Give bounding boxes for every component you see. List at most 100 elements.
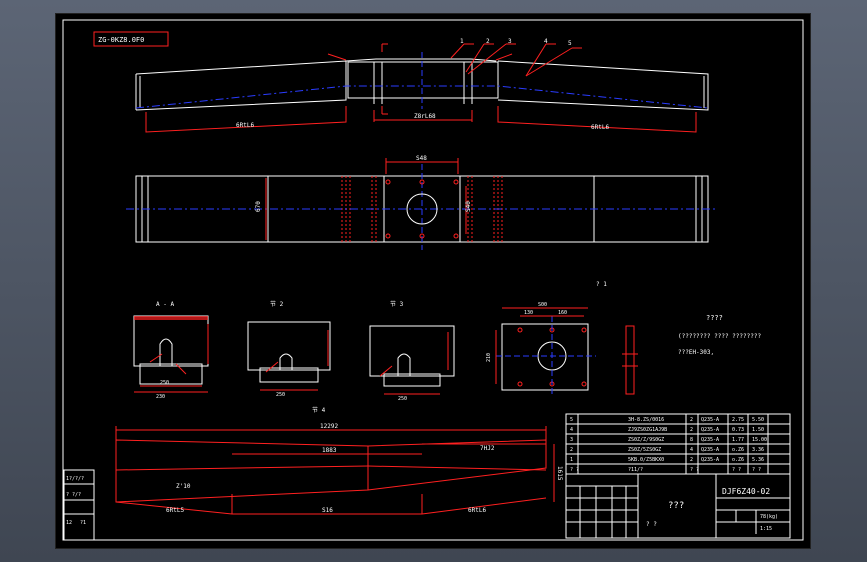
bom-cell-w2: 15.00: [752, 437, 767, 443]
callout-3: 3: [508, 38, 512, 45]
bom-cell-w1: 2.75: [732, 417, 744, 423]
plate-view: [501, 323, 589, 391]
title-block: [565, 473, 791, 539]
bom-cell-mat: Q235-A: [701, 447, 719, 453]
dim-top-center: Z8rL68: [414, 113, 436, 120]
dim-b2-w: 250: [398, 396, 407, 402]
bom-cell-name: ?11/?: [628, 467, 643, 473]
bom-cell-name: ZJ9ZS0ZG1AJ9B: [628, 427, 667, 433]
bom-cell-w2: 5.36: [752, 457, 764, 463]
bom-cell-name: ZS0Z/Z/9S0GZ: [628, 437, 664, 443]
bom-cell-name: ZS0Z/5ZS0GZ: [628, 447, 661, 453]
cad-drawing: ZG-0KZ8.0F0: [62, 19, 804, 541]
bom-cell-mat: Q235-A: [701, 417, 719, 423]
bom-cell-w2: 1.50: [752, 427, 764, 433]
section-b2: [369, 325, 455, 387]
bom-cell-qty: ? ?: [690, 467, 699, 473]
tech-line-2: ???EH-303,: [678, 349, 714, 356]
callout-5: 5: [568, 40, 572, 47]
center-top-edge: [345, 58, 497, 62]
bom-cell-w2: ? ?: [752, 467, 761, 473]
section-b2-dims: [379, 332, 449, 395]
dim-plate-w2: 160: [558, 310, 567, 316]
bom-cell-qty: 2: [690, 457, 693, 463]
bom-cell-w1: ? ?: [732, 467, 741, 473]
bom-cell-no: 3: [570, 437, 573, 443]
dim-bottom-right: 7HJ2: [480, 445, 495, 452]
bom-cell-qty: 8: [690, 437, 693, 443]
section-b1-label: 节 2: [270, 300, 284, 308]
bom-cell-w1: 1.77: [732, 437, 744, 443]
bom-cell-no: ? ?: [570, 467, 579, 473]
bottom-dims: [115, 426, 555, 502]
callout-2: 2: [486, 38, 490, 45]
bom-cell-qty: 2: [690, 417, 693, 423]
tag-label: ZG-0KZ8.0F0: [98, 36, 144, 44]
plate-bolts: [517, 327, 587, 387]
bom-cell-no: 5: [570, 417, 573, 423]
bom-cell-no: 4: [570, 427, 573, 433]
section-b2-label: 节 3: [390, 300, 404, 308]
bom-cell-mat: Q235-A: [701, 457, 719, 463]
section-aa: [133, 315, 209, 385]
plate-label: ? 1: [596, 281, 607, 288]
tech-line-1: (???????? ???? ????????: [678, 333, 761, 340]
dim-bottom-lo-right: 6RtL6: [468, 507, 486, 514]
bom-cell-no: 2: [570, 447, 573, 453]
title-sheet: ? ?: [646, 521, 657, 528]
bom-cell-w2: 5.50: [752, 417, 764, 423]
bom-cell-name: 3H-8.ZS/0016: [628, 417, 664, 423]
bom-cell-w1: 0.73: [732, 427, 744, 433]
bom-cell-w2: 3.36: [752, 447, 764, 453]
left-cell-1: 1?/?/?: [66, 476, 84, 482]
title-mass: 78(kg): [760, 514, 778, 520]
bottom-view: [115, 439, 547, 515]
top-dims: [145, 43, 697, 133]
dim-bottom-left: Z'10: [176, 483, 191, 490]
dim-mid-height: 670: [255, 201, 262, 212]
section-aa-dims: [134, 324, 209, 393]
drawing-border: [62, 19, 804, 541]
bom-cell-qty: 2: [690, 427, 693, 433]
dim-bottom-total: 12292: [320, 423, 338, 430]
title-cn: ???: [668, 501, 684, 511]
bom-cell-qty: 4: [690, 447, 693, 453]
dim-bottom-lo-mid: S16: [322, 507, 333, 514]
left-revision-cells: [63, 469, 95, 541]
plan-dims: [265, 158, 467, 240]
section-b3-label: 节 4: [312, 406, 326, 414]
callout-4: 4: [544, 38, 548, 45]
dim-mid-width: S48: [416, 155, 427, 162]
section-b1-dims: [260, 330, 329, 391]
tag-box: [93, 31, 169, 47]
center-segment: [347, 61, 499, 99]
dim-aa-w1: 250: [160, 380, 169, 386]
dim-top-right: 6RtL6: [591, 124, 609, 131]
dim-bottom-mid: 1883: [322, 447, 337, 454]
section-aa-label: A - A: [156, 301, 174, 308]
top-center-line: [135, 85, 709, 109]
left-cell-3: 12: [66, 520, 72, 526]
bom-cell-mat: Q235-A: [701, 437, 719, 443]
plate-dims: [495, 307, 588, 384]
top-beam-view: [135, 58, 709, 111]
section-aa-hatch: [134, 316, 208, 320]
dim-plate-h: 210: [486, 353, 492, 362]
bom-cell-w1: o.Z6: [732, 447, 744, 453]
title-scale: 1:15: [760, 526, 772, 532]
left-cell-2: ? ?/?: [66, 492, 81, 498]
drawing-sheet: ZG-0KZ8.0F0: [56, 14, 810, 548]
dim-plate-w1: S00: [538, 302, 547, 308]
left-wing-outline: [135, 60, 347, 111]
dim-plate-w3: 130: [524, 310, 533, 316]
dim-bottom-right-h: 1615: [556, 466, 563, 481]
plan-hole: [406, 193, 438, 225]
section-b1: [247, 321, 331, 383]
plate-side-view: [622, 325, 638, 395]
bom-cell-w1: o.Z6: [732, 457, 744, 463]
dim-top-left: 6RtL6: [236, 122, 254, 129]
dim-aa-w2: 230: [156, 394, 165, 400]
right-wing-outline: [497, 60, 709, 111]
